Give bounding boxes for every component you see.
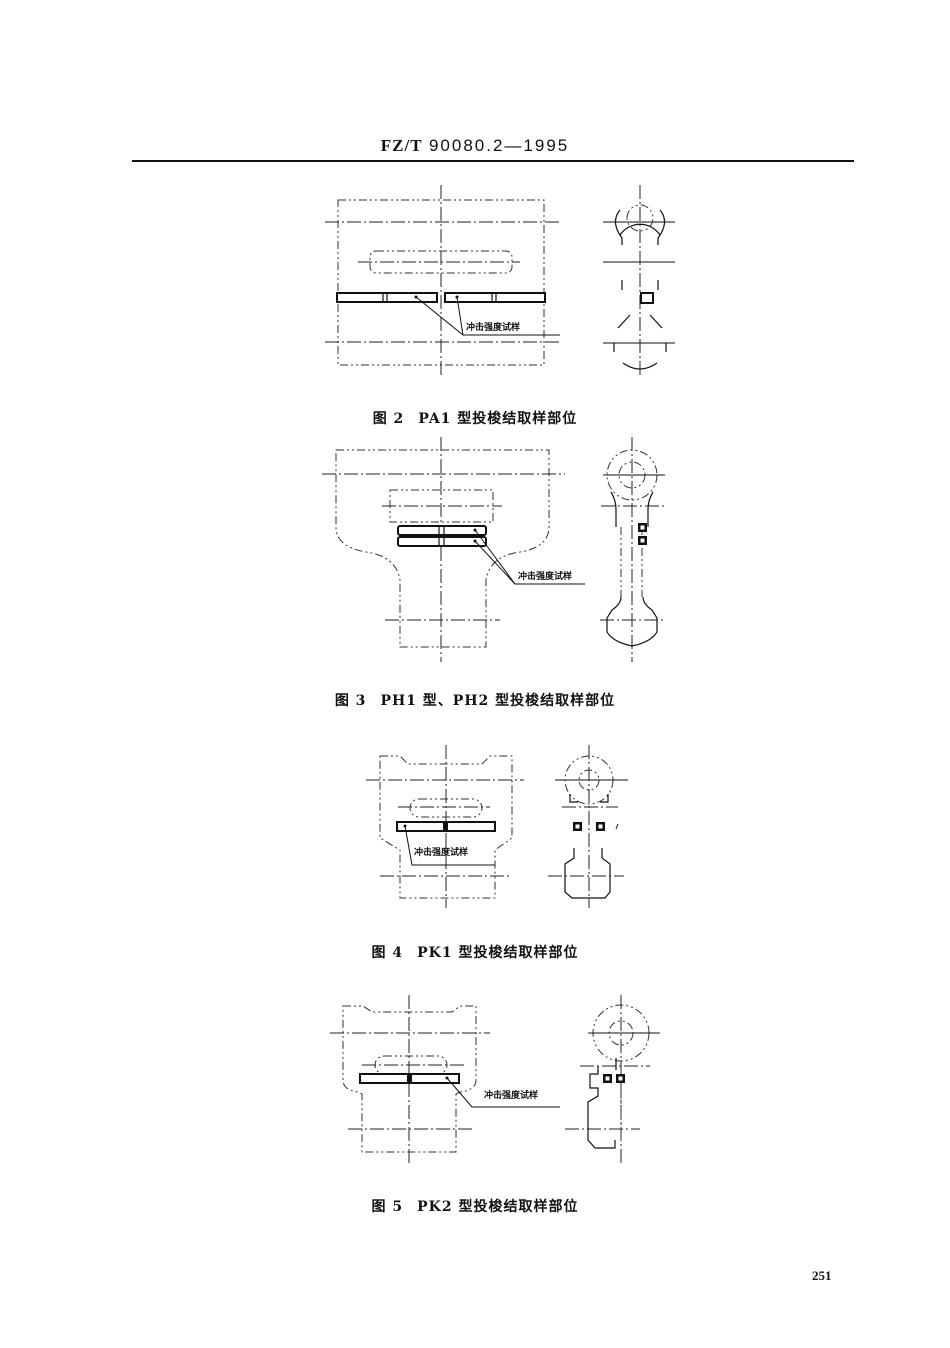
figure-3-front-view: 冲击强度试样 (322, 437, 585, 662)
figure-3-side-view (600, 437, 665, 662)
figure-4-annotation: 冲击强度试样 (414, 846, 468, 858)
figure-2-annotation: 冲击强度试样 (466, 321, 520, 333)
figure-4-drawing: 冲击强度试样 (366, 745, 628, 908)
figure-4-side-view (548, 745, 628, 908)
standard-number: 90080.2—1995 (428, 136, 570, 155)
document-header: FZ/T 90080.2—1995 (0, 136, 950, 156)
figure-2-drawing: 冲击强度试样 (325, 185, 675, 375)
figure-5-drawing: 冲击强度试样 (330, 995, 660, 1165)
figure-2-front-view: 冲击强度试样 (325, 185, 560, 375)
figure-3-drawing: 冲击强度试样 (322, 437, 665, 662)
figure-4-front-view: 冲击强度试样 (366, 745, 524, 908)
figure-5-front-view: 冲击强度试样 (330, 995, 560, 1165)
figure-5-annotation: 冲击强度试样 (484, 1089, 538, 1101)
page-number: 251 (812, 1268, 832, 1283)
header-rule (132, 160, 854, 162)
figure-2-side-view (603, 185, 675, 375)
figure-5-side-view (565, 995, 660, 1165)
standard-code: FZ/T (380, 136, 423, 155)
figure-3-annotation: 冲击强度试样 (518, 570, 572, 582)
